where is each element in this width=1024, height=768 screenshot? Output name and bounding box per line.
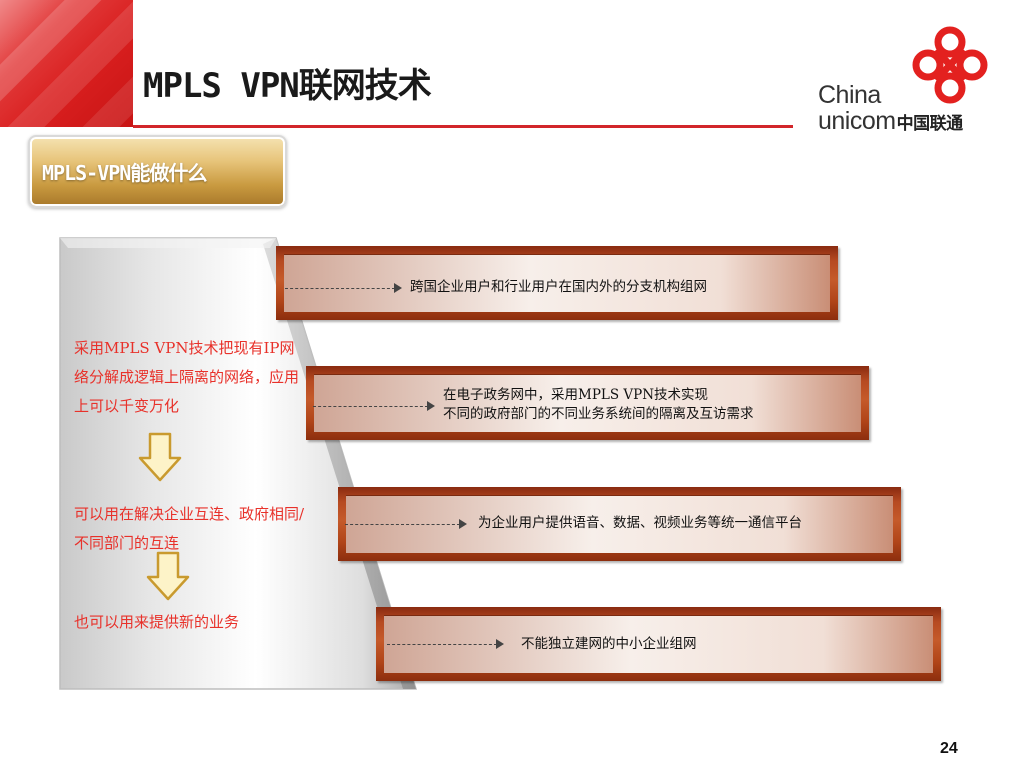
- china-unicom-logo: China unicom中国联通: [810, 25, 1010, 135]
- band-text-line: 不同的政府部门的不同业务系统间的隔离及互访需求: [443, 406, 754, 422]
- unicom-knot-icon: [912, 26, 988, 104]
- band-text-sme: 不能独立建网的中小企业组网: [521, 635, 697, 654]
- band-text-line: 在电子政务网中，采用MPLS VPN技术实现: [443, 387, 709, 403]
- band-text-line: 跨国企业用户和行业用户在国内外的分支机构组网: [410, 279, 707, 295]
- dashed-arrow-icon: [313, 400, 435, 412]
- down-arrow-icon: [146, 551, 190, 601]
- band-text-line: 为企业用户提供语音、数据、视频业务等统一通信平台: [478, 515, 802, 531]
- left-text-technique: 采用MPLS VPN技术把现有IP网络分解成逻辑上隔离的网络，应用上可以千变万化: [74, 339, 300, 415]
- section-heading-button: MPLS-VPN能做什么: [28, 135, 287, 208]
- application-band: [276, 246, 838, 320]
- application-band: [306, 366, 869, 440]
- band-text-egov: 在电子政务网中，采用MPLS VPN技术实现 不同的政府部门的不同业务系统间的隔…: [443, 386, 754, 424]
- header-corner-block: [0, 0, 133, 127]
- logo-wordmark-unicom: unicom中国联通: [818, 107, 963, 136]
- down-arrow-icon: [138, 432, 182, 482]
- left-text-new-service: 也可以用来提供新的业务: [74, 613, 240, 631]
- section-heading-label: MPLS-VPN能做什么: [42, 161, 207, 185]
- band-text-unified-comm: 为企业用户提供语音、数据、视频业务等统一通信平台: [478, 514, 802, 533]
- logo-wordmark-unicom-cn: 中国联通: [896, 114, 964, 133]
- title-rule: [133, 125, 793, 128]
- logo-wordmark-china: China: [818, 81, 881, 109]
- band-text-line: 不能独立建网的中小企业组网: [521, 636, 697, 652]
- band-text-multinational: 跨国企业用户和行业用户在国内外的分支机构组网: [410, 278, 707, 297]
- dashed-arrow-icon: [285, 282, 402, 294]
- slide-title: MPLS VPN联网技术: [143, 66, 432, 106]
- dashed-arrow-icon: [387, 638, 504, 650]
- page-number: 24: [940, 740, 958, 757]
- left-text-interconnect: 可以用在解决企业互连、政府相同/不同部门的互连: [74, 505, 305, 552]
- dashed-arrow-icon: [345, 518, 467, 530]
- logo-wordmark-unicom-en: unicom: [818, 107, 896, 135]
